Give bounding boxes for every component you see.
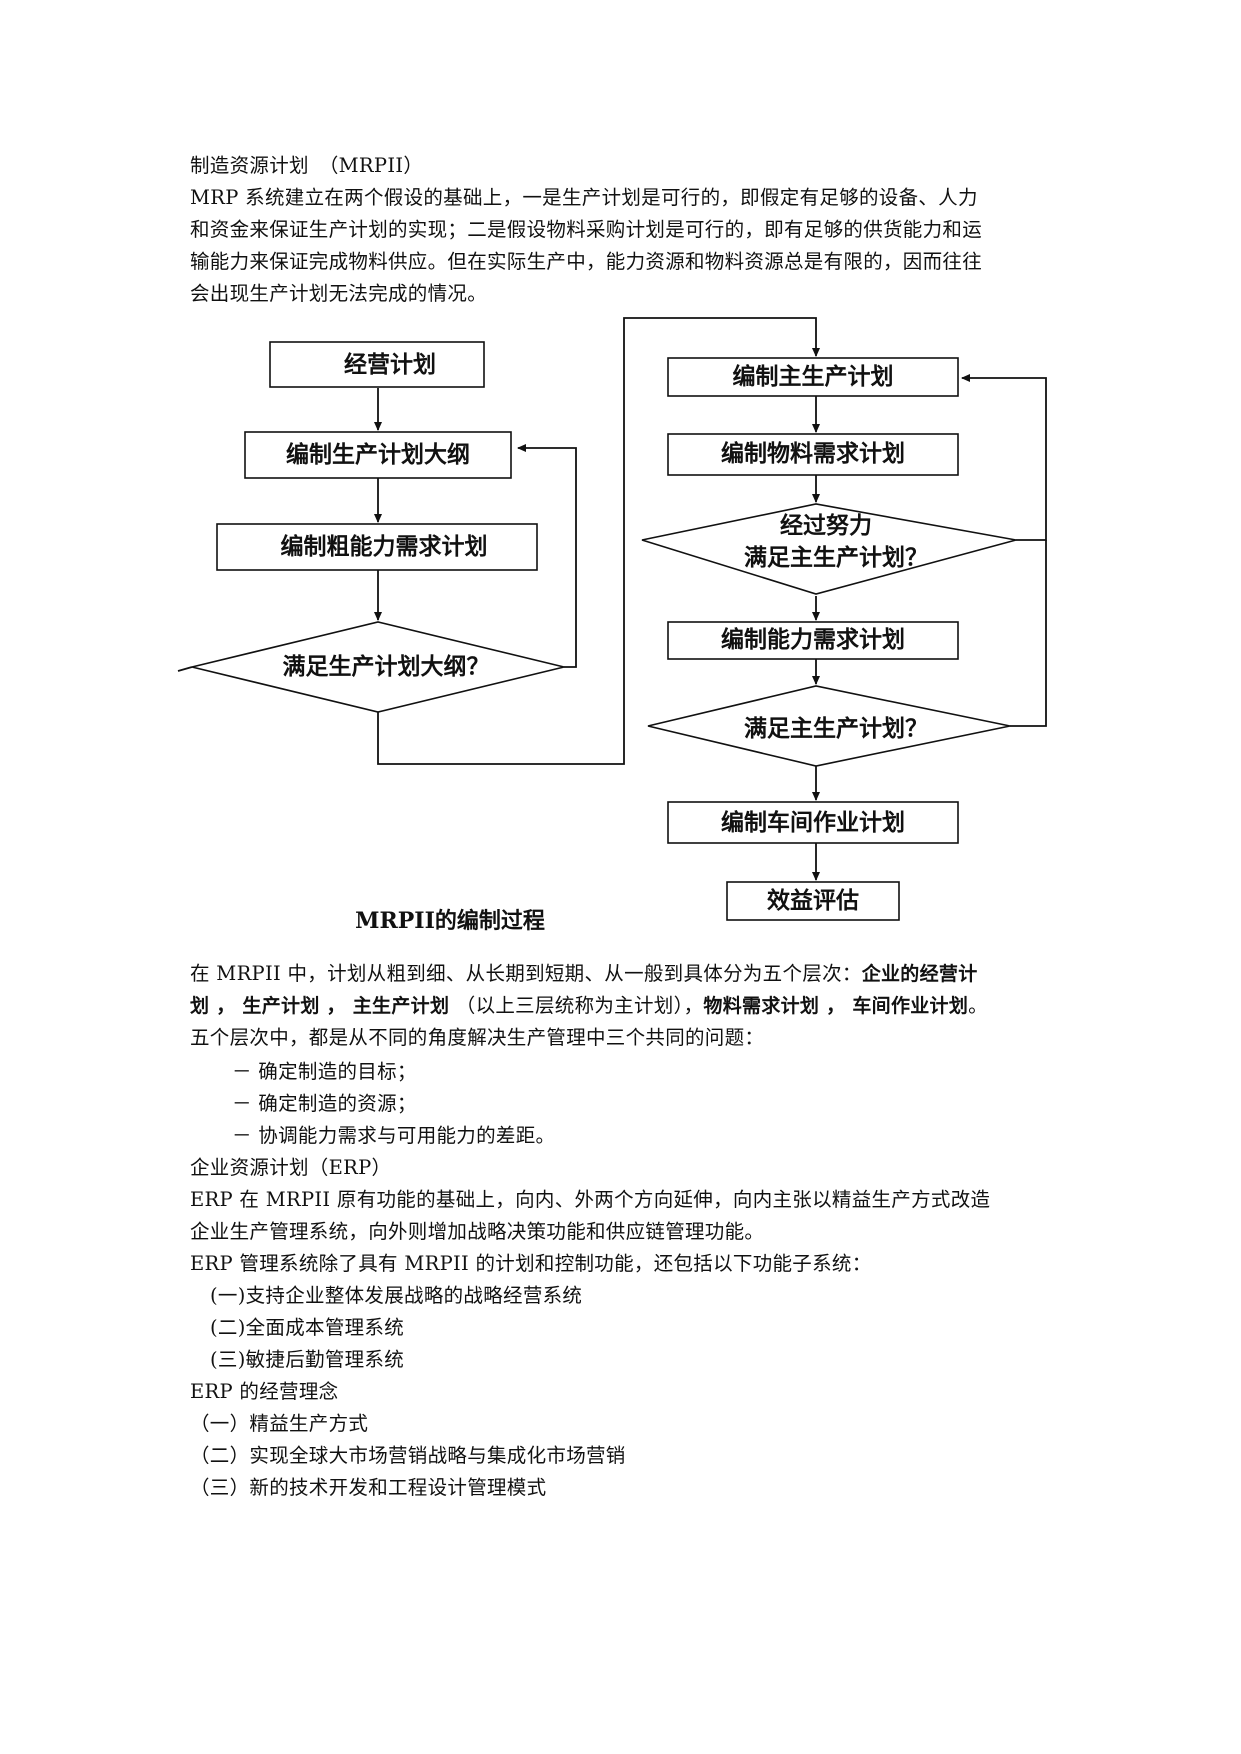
- node-capacity-req-label: 编制能力需求计划: [721, 626, 905, 653]
- erp-line-2: 企业生产管理系统，向外则增加战略决策功能和供应链管理功能。: [190, 1220, 765, 1243]
- edge-check-master-loop: [1010, 540, 1047, 727]
- levels-line-2: 划 ， 生产计划 ， 主生产计划 （以上三层统称为主计划），物料需求计划 ， 车…: [190, 990, 1070, 1022]
- node-check-outline: 满足生产计划大纲？: [191, 621, 565, 713]
- erp-subsystem-1: (一)支持企业整体发展战略的战略经营系统: [210, 1284, 583, 1307]
- mrpii-heading: 制造资源计划 （MRPII）: [190, 154, 424, 177]
- node-material-req-label: 编制物料需求计划: [721, 440, 905, 467]
- node-benefit-eval-label: 效益评估: [767, 887, 859, 914]
- node-workshop-plan-label: 编制车间作业计划: [721, 809, 905, 836]
- levels-line-2-note: （以上三层统称为主计划），: [449, 994, 704, 1017]
- node-production-outline-label: 编制生产计划大纲: [286, 441, 470, 468]
- node-business-plan-label: 经营计划: [344, 351, 436, 378]
- levels-line-1: 在 MRPII 中，计划从粗到细、从长期到短期、从一般到具体分为五个层次：企业的…: [190, 958, 1070, 990]
- erp-concept-heading: ERP 的经营理念: [190, 1380, 339, 1403]
- edge-check-left-stub: [177, 666, 193, 672]
- intro-line-2: 和资金来保证生产计划的实现；二是假设物料采购计划是可行的，即有足够的供货能力和运: [190, 218, 983, 241]
- erp-concept-2: （二）实现全球大市场营销战略与集成化市场营销: [190, 1444, 626, 1467]
- node-material-req: 编制物料需求计划: [667, 433, 959, 476]
- edge-check-outline-loop: [517, 444, 577, 668]
- erp-concept-3: （三）新的技术开发和工程设计管理模式: [190, 1476, 547, 1499]
- problem-item-1: － 确定制造的目标；: [232, 1060, 417, 1083]
- flowchart-caption: MRPII的编制过程: [355, 908, 545, 934]
- node-check-master-label: 满足主生产计划？: [744, 715, 928, 742]
- node-effort-label-2: 满足主生产计划？: [744, 544, 928, 571]
- node-capacity-req: 编制能力需求计划: [667, 621, 959, 660]
- problem-item-3: － 协调能力需求与可用能力的差距。: [232, 1124, 556, 1147]
- edge-check-to-master: [377, 317, 820, 765]
- problem-item-2: － 确定制造的资源；: [232, 1092, 417, 1115]
- node-master-schedule-label: 编制主生产计划: [733, 363, 894, 390]
- erp-line-1: ERP 在 MRPII 原有功能的基础上，向内、外两个方向延伸，向内主张以精益生…: [190, 1188, 991, 1211]
- levels-line-1-text: 在 MRPII 中，计划从粗到细、从长期到短期、从一般到具体分为五个层次：: [190, 962, 862, 985]
- node-benefit-eval: 效益评估: [726, 881, 900, 921]
- intro-line-3: 输能力来保证完成物料供应。但在实际生产中，能力资源和物料资源总是有限的，因而往往: [190, 250, 983, 273]
- levels-line-1-bold: 企业的经营计: [861, 963, 978, 985]
- mrpii-flowchart: 经营计划 编制生产计划大纲 编制粗能力需求计划 满足生产计划大纲？ 编制主生产计…: [177, 317, 1047, 921]
- levels-line-3: 五个层次中，都是从不同的角度解决生产管理中三个共同的问题：: [190, 1026, 765, 1049]
- levels-line-2-end: 。: [968, 994, 988, 1017]
- node-rough-capacity: 编制粗能力需求计划: [216, 523, 538, 571]
- intro-line-1: MRP 系统建立在两个假设的基础上，一是生产计划是可行的，即假定有足够的设备、人…: [190, 186, 978, 209]
- node-effort-label-1: 经过努力: [780, 512, 872, 539]
- levels-line-2-bold-b: 物料需求计划 ， 车间作业计划: [703, 995, 969, 1017]
- intro-line-4: 会出现生产计划无法完成的情况。: [190, 282, 488, 305]
- erp-concept-1: （一）精益生产方式: [190, 1412, 369, 1435]
- levels-line-2-bold-a: 划 ， 生产计划 ， 主生产计划: [190, 995, 450, 1017]
- node-master-schedule: 编制主生产计划: [667, 357, 959, 397]
- node-production-outline: 编制生产计划大纲: [244, 431, 512, 479]
- edge-effort-loop: [961, 374, 1047, 541]
- node-workshop-plan: 编制车间作业计划: [667, 801, 959, 844]
- node-rough-capacity-label: 编制粗能力需求计划: [281, 533, 488, 560]
- node-check-outline-label: 满足生产计划大纲？: [283, 653, 490, 680]
- node-check-master: 满足主生产计划？: [647, 685, 1011, 767]
- node-business-plan: 经营计划: [269, 341, 485, 388]
- erp-subsystem-3: (三)敏捷后勤管理系统: [210, 1348, 405, 1371]
- erp-line-3: ERP 管理系统除了具有 MRPII 的计划和控制功能，还包括以下功能子系统：: [190, 1252, 872, 1275]
- erp-heading: 企业资源计划（ERP）: [190, 1156, 392, 1179]
- node-effort-check: 经过努力 满足主生产计划？: [641, 503, 1017, 595]
- flowchart-connectors: [177, 317, 1047, 881]
- erp-subsystem-2: (二)全面成本管理系统: [210, 1316, 405, 1339]
